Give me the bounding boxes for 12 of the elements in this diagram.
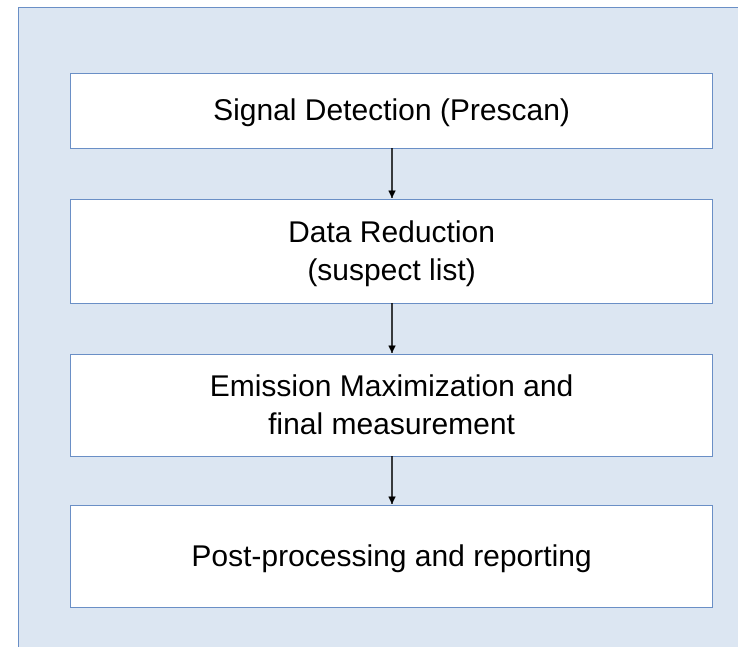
arrow — [388, 456, 396, 504]
process-box — [70, 73, 713, 149]
arrow — [388, 303, 396, 353]
process-box — [70, 199, 713, 304]
step-label: Post-processing and reporting — [191, 538, 592, 575]
arrow — [388, 148, 396, 198]
panel-background — [18, 7, 738, 647]
step-label: Data Reduction (suspect list) — [287, 215, 496, 288]
step-label: Emission Maximization and final measurement — [208, 369, 574, 442]
process-box — [70, 354, 713, 457]
step-label: Signal Detection (Prescan) — [213, 93, 570, 130]
process-box — [70, 505, 713, 608]
